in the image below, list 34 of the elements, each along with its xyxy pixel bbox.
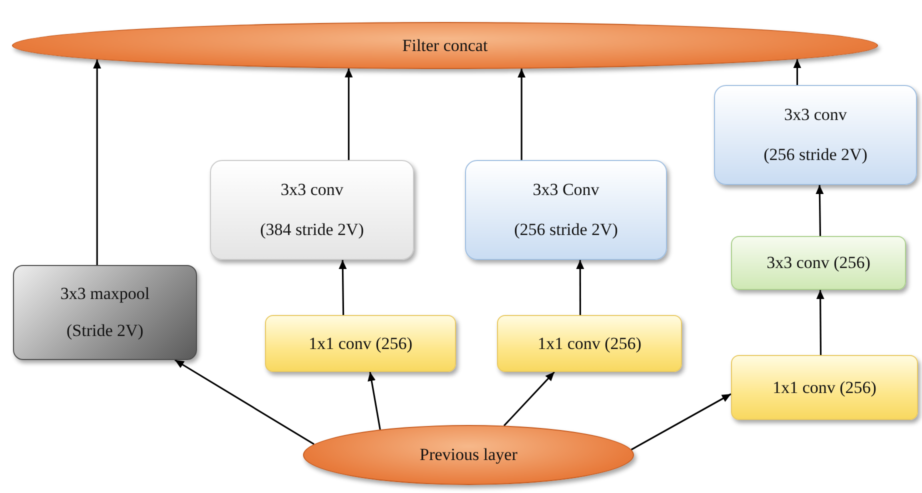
- arrow: [93, 60, 102, 265]
- layer-box: [210, 160, 414, 260]
- layer-box: [465, 160, 667, 260]
- arrow: [368, 372, 381, 430]
- arrow: [344, 68, 353, 160]
- node-label: (Stride 2V): [66, 321, 144, 342]
- layer-box: [714, 85, 917, 185]
- arrow: [576, 260, 584, 315]
- node-label: 3x3 conv (256): [766, 253, 870, 273]
- conv-box: [497, 315, 682, 372]
- node-label: 1x1 conv (256): [308, 334, 412, 354]
- arrow: [518, 68, 526, 160]
- arrow: [816, 184, 824, 236]
- node-label: Previous layer: [420, 445, 518, 465]
- conv-box: [731, 355, 918, 420]
- conv-box: [731, 236, 906, 290]
- arrow: [174, 359, 314, 445]
- arrow: [793, 59, 802, 85]
- node-label: 3x3 maxpool: [60, 284, 150, 304]
- arrow: [338, 260, 347, 316]
- arrow: [630, 393, 732, 450]
- node-label: 1x1 conv (256): [772, 378, 876, 398]
- node-label: (384 stride 2V): [260, 220, 364, 240]
- node-label: 1x1 conv (256): [538, 334, 642, 354]
- node-label: (256 stride 2V): [764, 144, 868, 165]
- arrow: [816, 290, 824, 355]
- arrow: [503, 371, 555, 426]
- node-label: (256 stride 2V): [514, 220, 618, 240]
- node-label: 3x3 Conv: [532, 180, 600, 200]
- node-label: 3x3 conv: [280, 180, 344, 200]
- node-label: 3x3 conv: [784, 105, 847, 126]
- node-label: Filter concat: [402, 36, 488, 56]
- conv-box: [265, 315, 456, 372]
- layer-box: [13, 265, 197, 360]
